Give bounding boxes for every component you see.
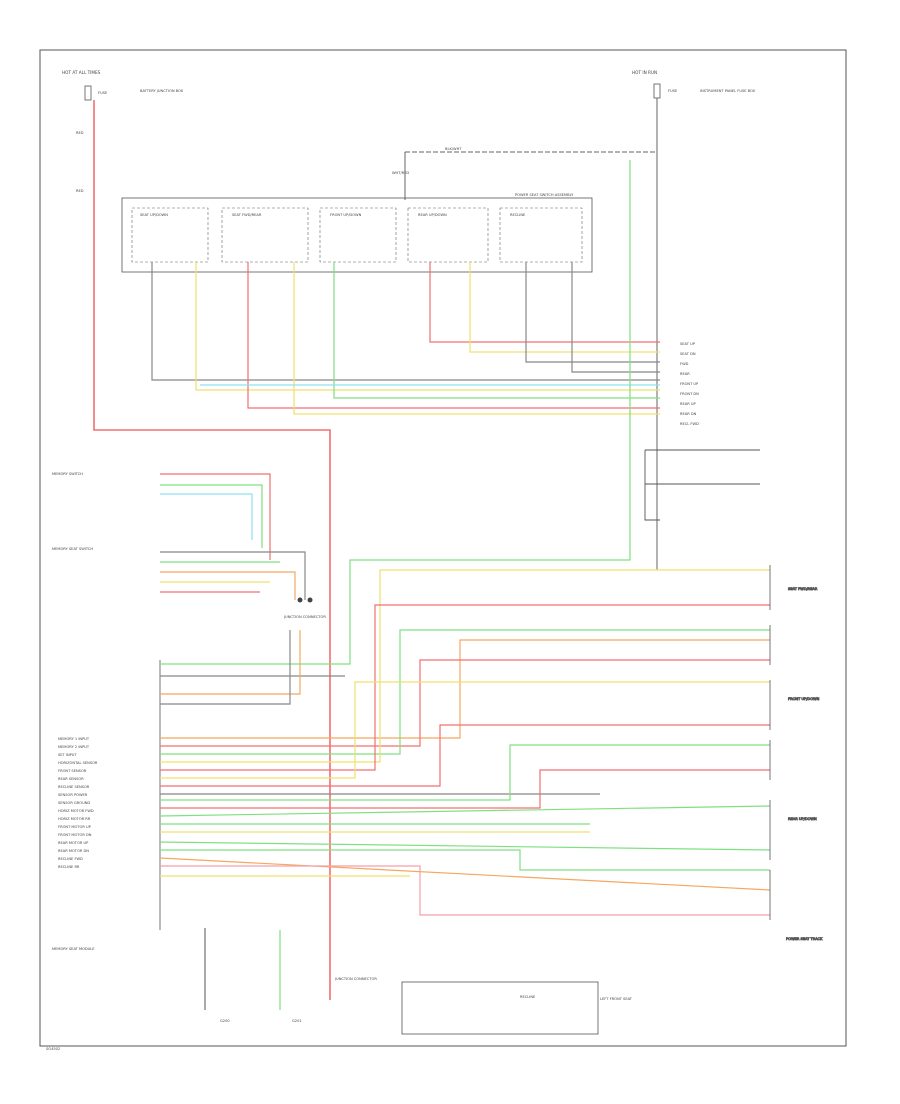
right-fuse-block: HOT IN RUN FUSE INSTRUMENT PANEL FUSE BO… [632,70,756,99]
fuse-left-icon [84,85,92,101]
label-junction-connector: JUNCTION CONNECTOR [283,615,326,619]
label-hot-in-run: HOT IN RUN [632,70,657,75]
module-pin-label-16: RECLINE RR [58,865,80,869]
module-pin-label-10: HORIZ MOTOR RR [58,817,91,821]
module-pin-label-13: REAR MOTOR UP [58,841,89,845]
label-blk-wht-top: BLK/WHT [445,147,462,151]
switch-panel-3 [319,207,397,263]
module-pin-label-6: RECLINE SENSOR [58,785,90,789]
diagram-border [39,49,847,1047]
label-horizontal-motor: SEAT FWD/REAR [788,587,818,591]
module-pin-label-14: REAR MOTOR DN [58,849,89,853]
label-g201: G201 [292,1019,302,1023]
module-pin-label-7: SENSOR POWER [58,793,88,797]
right-wire-label-2: FWD [680,362,689,366]
label-fuse-left: FUSE [98,91,108,95]
memory-seat-switch: MEMORY SEAT SWITCH [52,547,306,600]
memory-switch: MEMORY SWITCH [52,472,271,560]
right-wire-label-5: FRONT DN [680,392,699,396]
label-instrument-panel-fuse-box: INSTRUMENT PANEL FUSE BOX [700,89,756,93]
label-red-1: RED [76,131,84,135]
module-pin-label-15: RECLINE FWD [58,857,83,861]
label-rear-motor: REAR UP/DOWN [788,817,817,821]
module-pin-label-1: MEMORY 2 INPUT [58,745,90,749]
right-wire-label-1: SEAT DN [680,352,696,356]
label-power-seat-track: POWER SEAT TRACK [786,937,823,941]
switch-panel-2 [221,207,309,263]
label-fuse-right: FUSE [668,89,678,93]
recline-block: RECLINE JUNCTION CONNECTOR LEFT FRONT SE… [334,977,633,1035]
label-wht-red: WHT/RED [392,171,409,175]
right-wire-labels: SEAT UP SEAT DN FWD REAR FRONT UP FRONT … [680,342,699,426]
right-ground-wires [644,449,760,521]
label-switch-assembly: POWER SEAT SWITCH ASSEMBLY [515,193,574,197]
label-memory-seat-module: MEMORY SEAT MODULE [52,947,95,951]
junction-connector: JUNCTION CONNECTOR [283,597,326,619]
module-pin-label-4: FRONT SENSOR [58,769,87,773]
switch-panel-1-label: SEAT UP/DOWN [140,213,168,217]
label-memory-seat-switch: MEMORY SEAT SWITCH [52,547,93,551]
label-battery-junction-box: BATTERY JUNCTION BOX [140,89,184,93]
switch-output-wires [151,262,660,415]
label-memory-switch: MEMORY SWITCH [52,472,83,476]
switch-panel-4 [407,207,489,263]
right-wire-label-7: REAR DN [680,412,697,416]
module-pin-label-2: SET INPUT [58,753,77,757]
wire-red-feed [93,100,331,1000]
label-left-front-seat: LEFT FRONT SEAT [600,997,633,1001]
label-hot-at-all-times: HOT AT ALL TIMES [62,70,101,75]
ground-g200: G200 [204,928,230,1023]
module-pin-label-12: FRONT MOTOR DN [58,833,92,837]
switch-panel-5-label: RECLINE [510,213,526,217]
right-wire-label-3: REAR [680,372,690,376]
label-g200: G200 [220,1019,230,1023]
module-pin-label-5: REAR SENSOR [58,777,84,781]
label-recline: RECLINE [520,995,536,999]
right-wire-label-8: RECL FWD [680,422,699,426]
module-pin-label-8: SENSOR GROUND [58,801,90,805]
ground-g201: G201 [279,930,302,1023]
switch-panel-2-label: SEAT FWD/REAR [232,213,262,217]
module-pin-label-11: FRONT MOTOR UP [58,825,92,829]
fuse-right-icon [653,83,661,99]
label-junction-bottom: JUNCTION CONNECTOR [334,977,377,981]
diagram-id: SG4502 [46,1047,60,1051]
switch-panel-1 [131,207,209,263]
label-front-motor: FRONT UP/DOWN [788,697,820,701]
seat-motors: SEAT FWD/REAR FRONT UP/DOWN REAR UP/DOWN… [769,565,823,941]
module-pin-labels: MEMORY 1 INPUT MEMORY 2 INPUT SET INPUT … [58,737,98,869]
left-fuse-block: HOT AT ALL TIMES FUSE BATTERY JUNCTION B… [62,70,184,193]
module-pin-label-3: HORIZONTAL SENSOR [58,761,98,765]
right-wire-label-6: REAR UP [680,402,696,406]
right-wire-label-4: FRONT UP [680,382,699,386]
switch-panel-5 [499,207,583,263]
module-output-wires [159,569,771,916]
switch-panel-4-label: REAR UP/DOWN [418,213,447,217]
right-wire-label-0: SEAT UP [680,342,696,346]
memory-seat-module: MEMORY SEAT MODULE [52,160,631,951]
module-pin-label-0: MEMORY 1 INPUT [58,737,90,741]
seat-switch-assembly: POWER SEAT SWITCH ASSEMBLY SEAT UP/DOWN … [121,193,593,273]
module-pin-label-9: HORIZ MOTOR FWD [58,809,94,813]
switch-panel-3-label: FRONT UP/DOWN [330,213,362,217]
label-red-2: RED [76,189,84,193]
